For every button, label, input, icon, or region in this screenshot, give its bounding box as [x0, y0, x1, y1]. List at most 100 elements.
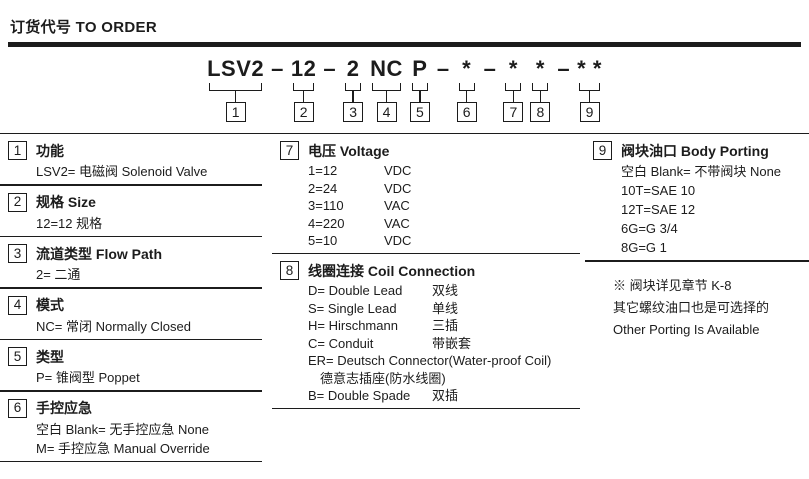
section-title: 阀块油口 Body Porting: [621, 142, 769, 159]
dash: –: [483, 55, 497, 81]
bracket: [532, 82, 549, 91]
bracket-stem: [385, 90, 388, 102]
section-title: 规格 Size: [36, 194, 96, 211]
voltage-option: 5=10 VDC: [308, 232, 580, 250]
voltage-unit: VAC: [384, 198, 410, 214]
section-3-flow-path: 3 流道类型 Flow Path 2= 二通: [0, 237, 262, 284]
coil-label-zh: 双插: [432, 388, 459, 404]
code-segment: LSV2: [207, 55, 265, 81]
section-header: 3 流道类型 Flow Path: [8, 243, 262, 264]
bracket-stem: [352, 90, 354, 102]
code-box-1: 1: [225, 101, 246, 122]
code-separator: –: [323, 56, 336, 82]
section-divider: [0, 338, 262, 341]
section-divider: [272, 407, 580, 410]
section-number-box: 6: [8, 398, 27, 418]
code-box-3: 3: [343, 101, 364, 122]
code-box-8: 8: [530, 101, 551, 122]
option-line: 空白 Blank= 不带阀块 None: [621, 164, 782, 180]
section-divider: [585, 260, 809, 262]
voltage-unit: VDC: [384, 180, 412, 196]
section-number-box: 5: [8, 347, 27, 367]
section-4-mode: 4 模式 NC= 常闭 Normally Closed: [0, 289, 262, 336]
note-line: Other Porting Is Available: [613, 321, 760, 337]
bracket-stem: [512, 90, 515, 102]
section-header: 6 手控应急: [8, 398, 262, 419]
section-title: 功能: [36, 142, 64, 159]
code-box-5: 5: [409, 101, 430, 122]
coil-code: H= Hirschmann: [308, 318, 398, 334]
section-title: 线圈连接 Coil Connection: [308, 262, 476, 279]
option-line: 空白 Blank= 无手控应急 None: [36, 421, 210, 437]
section-divider: [0, 184, 262, 186]
bracket: [209, 82, 263, 91]
dash: –: [436, 55, 450, 81]
code-part-size: 12 2: [291, 56, 316, 122]
code-segment: *: [462, 55, 472, 81]
section-header: 1 功能: [8, 140, 262, 161]
coil-label-zh: 单线: [432, 300, 459, 316]
section-divider: [0, 460, 262, 463]
dash: –: [557, 55, 571, 81]
section-5-type: 5 类型 P= 锥阀型 Poppet: [0, 340, 262, 387]
coil-label-zh: 双线: [432, 283, 459, 299]
section-divider: [272, 252, 580, 255]
bracket-stem: [234, 90, 237, 102]
section-body: 12=12 规格: [36, 214, 262, 233]
option-line: 12=12 规格: [36, 215, 103, 231]
voltage-code: 5=10: [308, 233, 338, 249]
section-6-manual-override: 6 手控应急 空白 Blank= 无手控应急 None M= 手控应急 Manu…: [0, 392, 262, 458]
ordering-code-diagram: LSV2 1 – 12 2 – 2 3 NC 4: [0, 56, 809, 122]
code-box-6: 6: [456, 101, 477, 122]
bracket-stem: [539, 90, 542, 102]
porting-note: ※ 阀块详见章节 K-8 其它螺纹油口也是可选择的 Other Porting …: [613, 275, 809, 341]
bracket: [345, 82, 362, 91]
code-segment: *: [508, 55, 518, 81]
spec-columns: 1 功能 LSV2= 电磁阀 Solenoid Valve 2 规格 Size …: [0, 134, 809, 463]
coil-code: S= Single Lead: [308, 300, 397, 316]
code-part-voltage: * 7: [503, 55, 524, 122]
code-part-coil: * 8: [530, 56, 551, 122]
section-header: 7 电压 Voltage: [280, 140, 580, 161]
code-part-porting: * * 9: [577, 56, 602, 122]
option-line: 10T=SAE 10: [621, 183, 696, 199]
dash: –: [271, 55, 284, 81]
page-title: 订货代号 TO ORDER: [10, 19, 157, 36]
coil-option: ER= Deutsch Connector(Water-proof Coil): [308, 352, 580, 370]
voltage-unit: VDC: [384, 233, 412, 249]
code-segment: P: [412, 55, 428, 81]
bracket-stem: [465, 90, 468, 102]
section-divider: [0, 235, 262, 238]
code-part-override: * 6: [456, 55, 477, 122]
bracket: [372, 82, 401, 91]
bracket-stem: [419, 90, 421, 102]
code-separator: –: [437, 56, 450, 82]
code-part-type: P 5: [409, 55, 430, 122]
coil-code: C= Conduit: [308, 335, 374, 351]
option-line: 2= 二通: [36, 267, 81, 283]
note-line: 其它螺纹油口也是可选择的: [613, 299, 770, 315]
section-header: 5 类型: [8, 346, 262, 367]
option-line: 6G=G 3/4: [621, 221, 678, 237]
bracket-stem: [588, 90, 591, 102]
bracket-stem: [302, 90, 305, 102]
section-divider: [0, 390, 262, 392]
code-segment: * *: [577, 55, 602, 81]
code-segment: NC: [370, 55, 403, 81]
code-separator: –: [557, 56, 570, 82]
section-body: P= 锥阀型 Poppet: [36, 368, 262, 387]
section-number-box: 2: [8, 192, 27, 212]
section-body: 空白 Blank= 无手控应急 None M= 手控应急 Manual Over…: [36, 420, 262, 458]
section-number-box: 9: [593, 141, 612, 161]
section-header: 2 规格 Size: [8, 192, 262, 213]
bracket: [411, 82, 428, 91]
option-line: P= 锥阀型 Poppet: [36, 370, 140, 386]
